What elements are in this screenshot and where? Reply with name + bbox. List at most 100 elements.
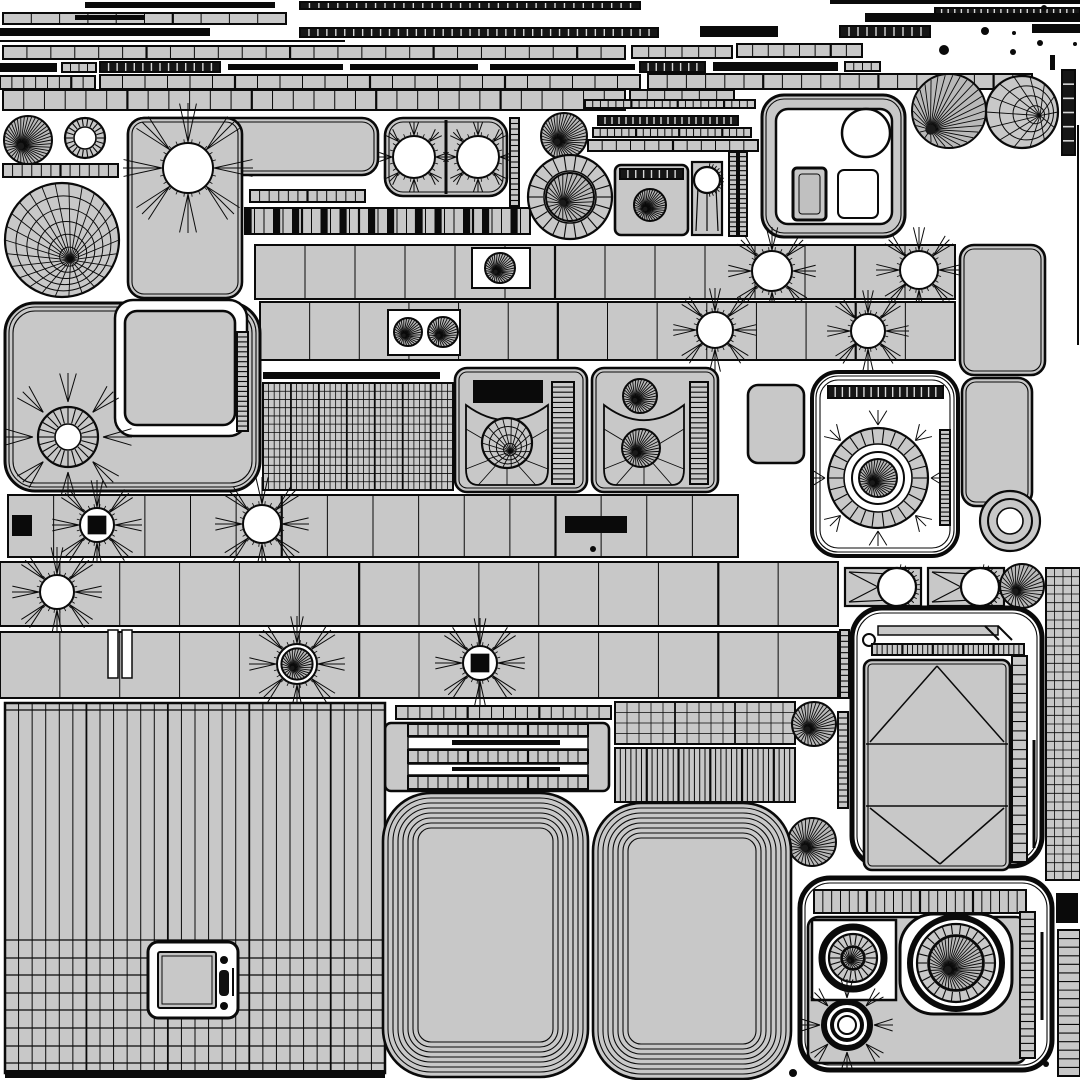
uv-island-hs [2, 89, 626, 111]
uv-island-vs [939, 429, 951, 526]
uv-island-grid [1045, 567, 1080, 881]
uv-island-fan [841, 946, 865, 970]
uv-island-web [480, 416, 534, 470]
uv-island-hs [99, 61, 221, 73]
uv-island-round [591, 801, 793, 1080]
uv-island-sun [215, 477, 309, 571]
uv-island-grid [262, 382, 454, 491]
uv-island-hs [839, 25, 931, 38]
uv-island-fan [633, 188, 667, 222]
uv-island-black [700, 26, 778, 37]
uv-island-line [939, 807, 1005, 865]
uv-island-ring [36, 405, 100, 469]
uv-island-vs [1061, 69, 1076, 156]
uv-island-rect [121, 629, 133, 679]
uv-island-fan [3, 115, 53, 165]
uv-island-rect [837, 169, 879, 219]
uv-island-fan [540, 112, 588, 160]
uv-island-hs [407, 723, 589, 737]
uv-island-vs [728, 151, 738, 237]
uv-island-circ [837, 1015, 857, 1035]
uv-island-vs [738, 151, 748, 237]
uv-island-dot [1041, 5, 1047, 11]
uv-island-sun [801, 979, 893, 1071]
uv-island-circ [987, 498, 1033, 544]
uv-island-round [123, 309, 237, 427]
uv-island-line [936, 665, 1005, 743]
uv-island-line [984, 625, 1000, 641]
uv-island-black [85, 2, 275, 8]
uv-island-vs [839, 629, 850, 699]
uv-island-circ [862, 633, 876, 647]
uv-island-black [865, 13, 1080, 22]
uv-island-round [862, 658, 1012, 872]
uv-island-dot [1073, 42, 1077, 46]
uv-island-hs [407, 775, 589, 790]
uv-island-rect [798, 173, 821, 215]
uv-island-sun [810, 410, 946, 546]
uv-island-hs [813, 889, 1027, 914]
uv-island-black [1056, 893, 1078, 923]
uv-island-sun [827, 290, 909, 372]
uv-island-fan [791, 701, 837, 747]
uv-island-dot [789, 1069, 797, 1077]
uv-island-sun [12, 547, 102, 637]
uv-island-hs [827, 385, 944, 399]
uv-island-dot [220, 1002, 228, 1010]
uv-island-hs [299, 27, 659, 38]
uv-island-vs [236, 331, 249, 432]
uv-island-tab [690, 160, 724, 237]
uv-island-vs [1011, 655, 1028, 863]
uv-island-black [228, 64, 343, 70]
uv-island-line [997, 625, 1013, 641]
uv-island-black [5, 1070, 385, 1078]
uv-island-hs [395, 705, 612, 720]
uv-island-vs [551, 381, 575, 485]
uv-island-hs [619, 168, 684, 180]
uv-island-sun [123, 103, 253, 233]
uv-island-web [3, 181, 121, 299]
uv-island-fan [928, 935, 984, 991]
uv-island-fan [999, 563, 1045, 609]
uv-island-sun [443, 122, 513, 192]
uv-island-tab [843, 564, 923, 610]
uv-island-dot [939, 45, 949, 55]
uv-island-black [1032, 24, 1080, 33]
uv-island-black [452, 767, 560, 771]
uv-island-black [350, 64, 478, 70]
uv-island-sun [379, 122, 449, 192]
uv-island-fan [858, 458, 898, 498]
uv-island-vs [1019, 911, 1036, 1059]
uv-island-black [490, 64, 635, 70]
uv-island-round [381, 791, 590, 1079]
uv-island-sun [876, 227, 962, 313]
uv-island-hs [407, 749, 589, 764]
uv-island-line [869, 665, 938, 743]
uv-island-hs [0, 561, 839, 627]
uv-island-black [473, 380, 543, 403]
uv-island-rect [161, 955, 213, 1005]
uv-island-circ [851, 451, 905, 505]
uv-island-sun [435, 618, 525, 708]
uv-island-hs [584, 99, 756, 109]
uv-island-ring [63, 116, 107, 160]
uv-island-hs [0, 631, 839, 699]
uv-island-black [0, 28, 210, 36]
uv-island-fan [911, 73, 987, 149]
uv-island-hs [99, 74, 641, 90]
uv-island-dot [1012, 31, 1016, 35]
uv-island-dot [220, 956, 228, 964]
uv-island-fan [622, 378, 658, 414]
uv-island-sun [52, 480, 142, 570]
uv-island-fan [621, 428, 661, 468]
uv-island-rect [877, 625, 999, 636]
uv-island-black [12, 515, 32, 536]
uv-island-tab [926, 564, 1006, 610]
uv-island-black [0, 63, 57, 72]
uv-island-hs [244, 207, 531, 235]
uv-island-black [565, 516, 627, 533]
uv-island-circ [840, 107, 892, 159]
uv-island-fan [787, 817, 837, 867]
